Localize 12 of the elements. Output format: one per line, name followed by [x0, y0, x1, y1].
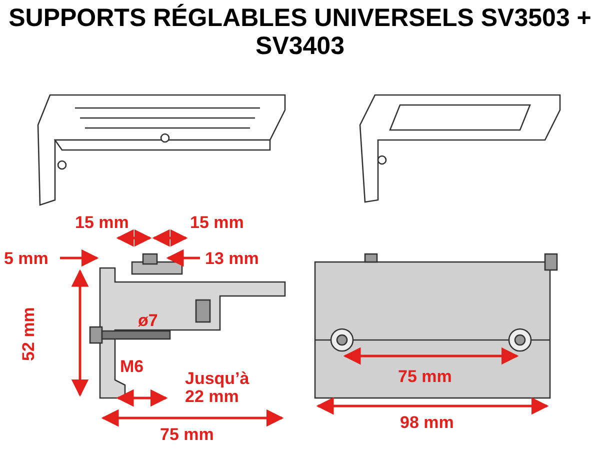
dimension-label: 13 mm — [205, 250, 259, 268]
dimension-label: Jusqu’à 22 mm — [185, 370, 250, 406]
title: SUPPORTS RÉGLABLES UNIVERSELS SV3503 + SV3403 — [8, 4, 592, 60]
dimension-label: 52 mm — [20, 307, 38, 361]
dimension-label: M6 — [120, 358, 144, 376]
dimension-label: 15 mm — [75, 214, 129, 232]
dimension-label: 15 mm — [190, 214, 244, 232]
dimension-label: ø7 — [138, 312, 158, 330]
dimension-label: 75 mm — [160, 426, 214, 444]
dimension-label: 75 mm — [398, 368, 452, 386]
dimension-label: 5 mm — [4, 250, 48, 268]
dimension-label: 98 mm — [400, 414, 454, 432]
